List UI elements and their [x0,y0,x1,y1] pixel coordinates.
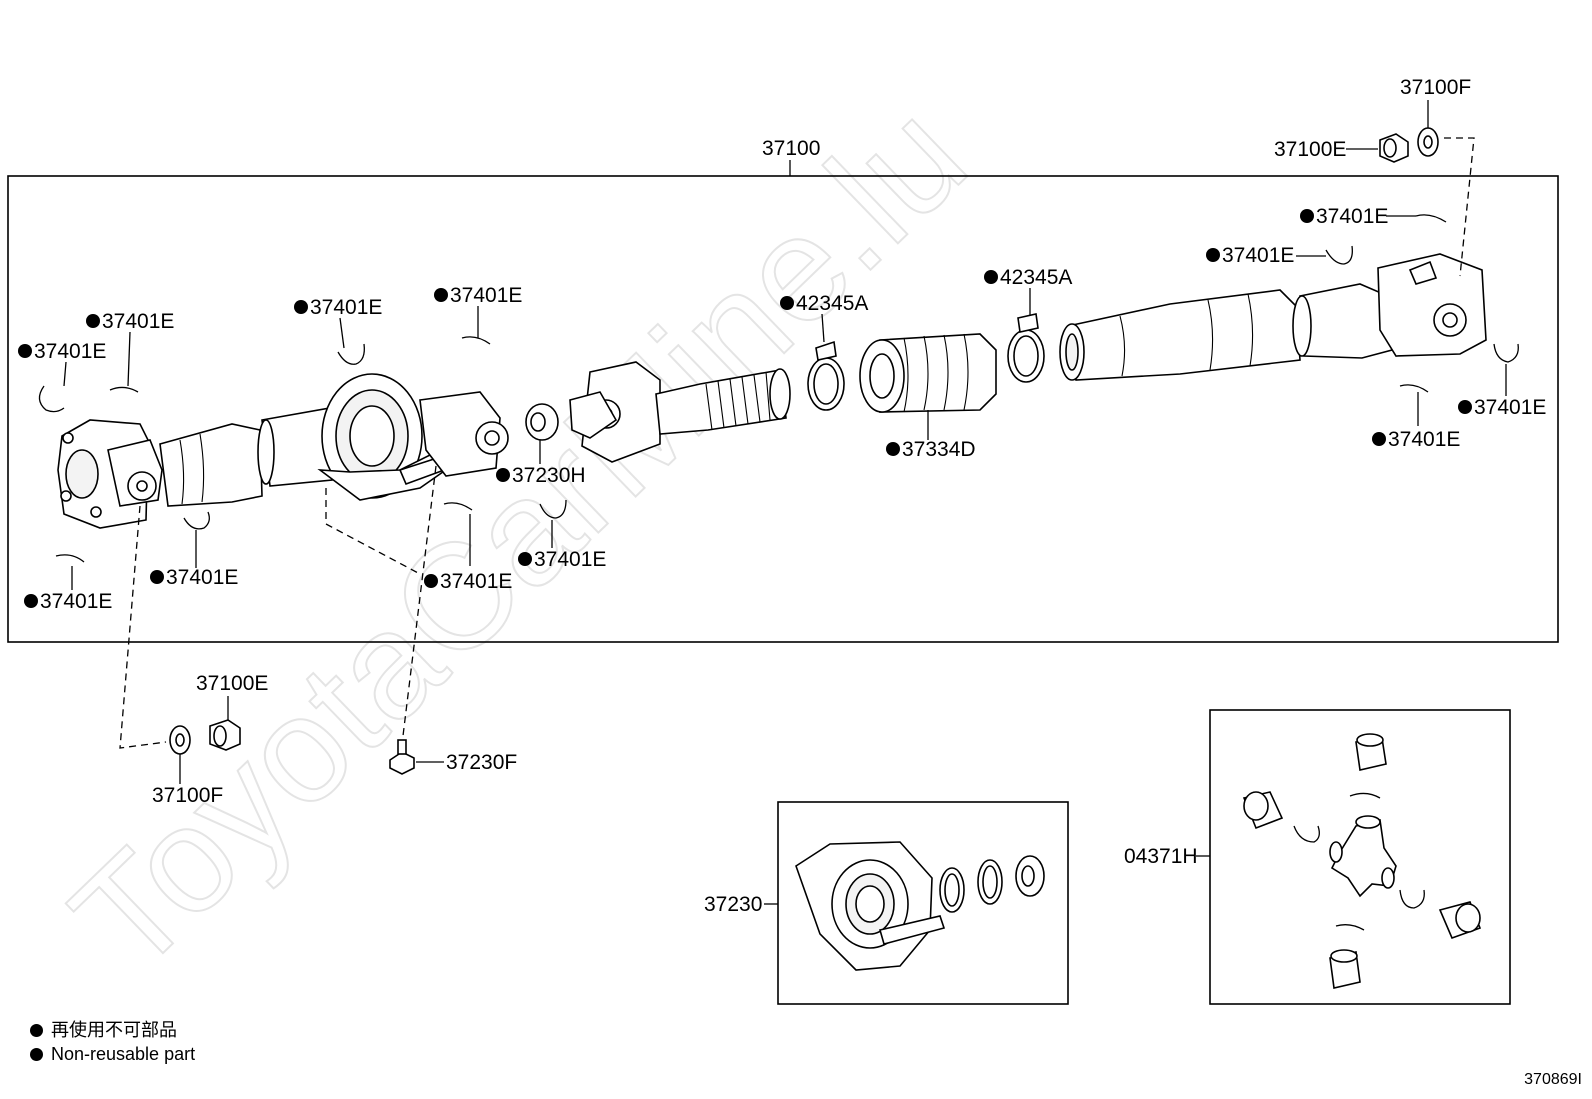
label-37230f[interactable]: 37230F [446,751,517,774]
label-37401e-7[interactable]: 37401E [440,570,512,593]
label-42345a-right[interactable]: 42345A [1000,266,1072,289]
center-bearing-assembly [317,373,509,501]
figure-reference: 370869I [1524,1071,1582,1088]
bearing-rings [939,855,1045,913]
label-37100[interactable]: 37100 [762,137,820,160]
legend-english: Non-reusable part [51,1044,196,1064]
bolt-37230f [389,739,415,775]
label-37401e-4[interactable]: 37401E [166,566,238,589]
non-reusable-dot-icon [30,1023,43,1037]
nut-37100e-top [1379,133,1409,163]
rear-shaft-tube [1059,289,1301,381]
label-37401e-8[interactable]: 37401E [534,548,606,571]
label-42345a-left[interactable]: 42345A [796,292,868,315]
center-bearing-37230 [795,841,946,971]
clamp-right-42345a [1007,313,1045,383]
label-37230[interactable]: 37230 [704,893,762,916]
label-37401e-5[interactable]: 37401E [310,296,382,319]
legend-japanese: 再使用不可部品 [51,1020,177,1040]
label-37401e-2[interactable]: 37401E [102,310,174,333]
label-37100f-top[interactable]: 37100F [1400,76,1471,99]
label-37100f-bottom[interactable]: 37100F [152,784,223,807]
label-37401e-1[interactable]: 37401E [34,340,106,363]
rear-flange-yoke [1292,253,1487,359]
front-flange-yoke [57,419,263,529]
label-37401e-3[interactable]: 37401E [40,590,112,613]
label-37401e-10[interactable]: 37401E [1222,244,1294,267]
assembly-frame [7,175,1559,643]
spider-kit-04371h [1242,733,1482,989]
snap-ring-clips [38,214,1519,563]
label-37100e-top[interactable]: 37100E [1274,138,1346,161]
boot-37334d [859,333,997,413]
label-37230h[interactable]: 37230H [512,464,586,487]
legend-row-english: Non-reusable part [30,1042,195,1066]
spline-shaft [655,368,791,435]
label-37401e-12[interactable]: 37401E [1388,428,1460,451]
non-reusable-markers [18,209,1472,608]
spider-kit-box [1209,709,1511,1005]
clamp-left-42345a [807,340,845,411]
middle-universal-joint [569,361,661,463]
label-37401e-11[interactable]: 37401E [1474,396,1546,419]
label-37401e-6[interactable]: 37401E [450,284,522,307]
legend: 再使用不可部品 Non-reusable part [30,1018,195,1066]
nut-37100e-bottom [209,719,241,751]
washer-37100f-top [1417,127,1439,157]
washer-37100f-bottom [169,725,191,755]
non-reusable-dot-icon [30,1047,43,1061]
label-37334d[interactable]: 37334D [902,438,976,461]
leader-lines [63,215,1507,749]
label-37401e-9[interactable]: 37401E [1316,205,1388,228]
legend-row-japanese: 再使用不可部品 [30,1018,195,1042]
center-bearing-box [777,801,1069,1005]
cushion-37230h [525,403,559,441]
label-37100e-bottom[interactable]: 37100E [196,672,268,695]
front-shaft-tube [257,407,333,487]
label-04371h[interactable]: 04371H [1124,845,1198,868]
part-labels: 37401E 37401E 37401E 37401E 37401E 37401… [34,205,1546,613]
